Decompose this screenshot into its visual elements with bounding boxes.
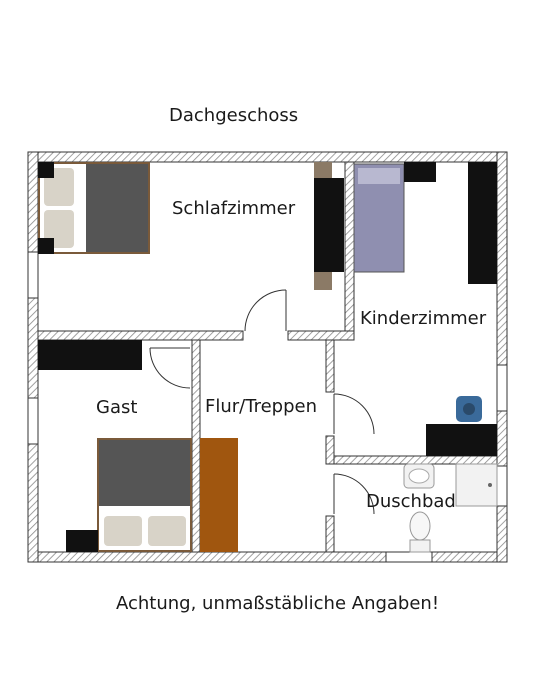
room-label-duschbad: Duschbad (366, 491, 456, 512)
room-label-flur: Flur/Treppen (205, 396, 317, 417)
floor-title: Dachgeschoss (169, 105, 299, 126)
outer-walls (27, 151, 508, 563)
nightstand-gast (66, 530, 98, 552)
wardrobe-schlafzimmer (314, 178, 344, 272)
room-label-kinderzimmer: Kinderzimmer (360, 308, 487, 329)
toilet (409, 511, 431, 553)
nightstand-kinderzimmer (404, 162, 436, 182)
room-label-gast: Gast (96, 397, 138, 418)
disclaimer-text: Achtung, unmaßstäbliche Angaben! (116, 593, 440, 614)
double-bed-schlafzimmer (38, 162, 150, 254)
wardrobe-gast (38, 340, 142, 370)
desk-chair (456, 396, 482, 422)
doors (149, 289, 375, 515)
wardrobe-kinderzimmer (468, 162, 497, 284)
desk (426, 424, 497, 456)
single-bed-kinderzimmer (353, 163, 405, 273)
washbasin (403, 463, 435, 489)
room-label-schlafzimmer: Schlafzimmer (172, 198, 296, 219)
windows (27, 251, 508, 563)
shower-tray (455, 463, 498, 507)
stairs (200, 438, 238, 552)
double-bed-gast (97, 438, 192, 552)
